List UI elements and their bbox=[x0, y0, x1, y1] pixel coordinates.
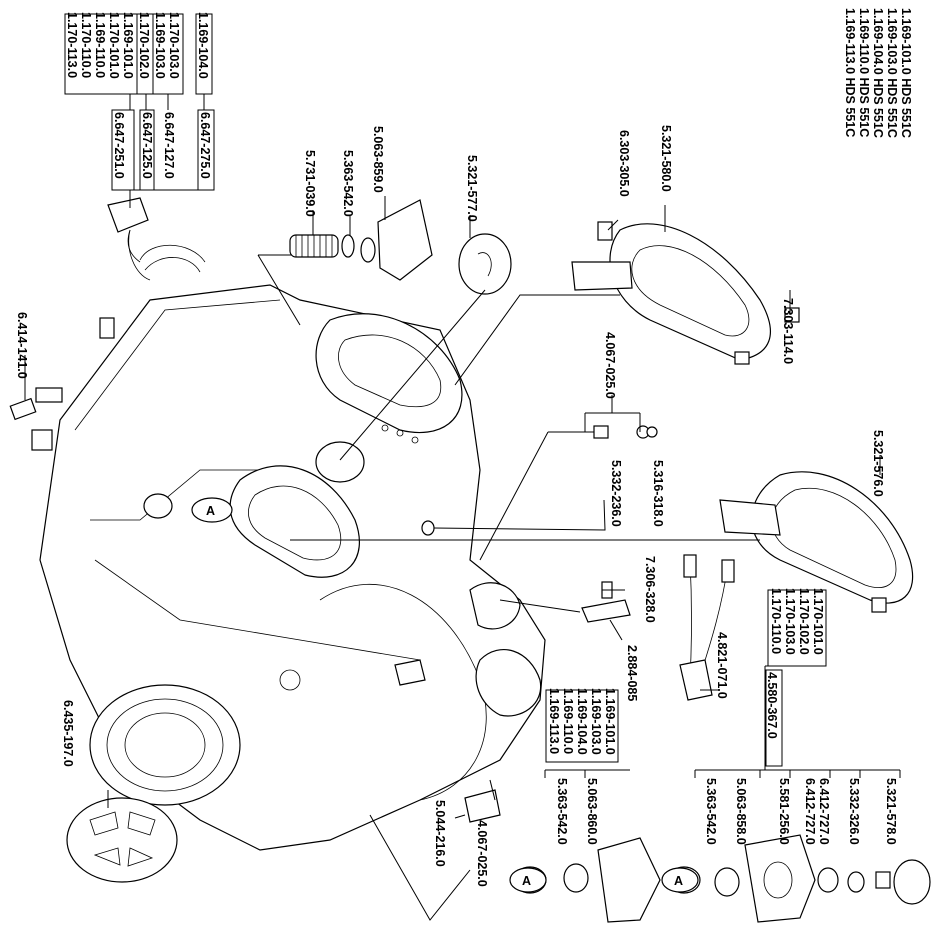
label-4067025-b: 4.067-025.0 bbox=[475, 820, 489, 887]
label-5321577: 5.321-577.0 bbox=[465, 155, 479, 222]
model-legend: 1.169-113.0 HDS 551C 1.169-110.0 HDS 551… bbox=[843, 8, 913, 138]
ref-marker-1: A bbox=[191, 497, 233, 523]
svg-text:1.170-101.0: 1.170-101.0 bbox=[107, 12, 121, 79]
ref-marker-2: A bbox=[509, 867, 547, 893]
label-6412727-a: 6.412-727.0 bbox=[803, 778, 817, 845]
label-5581256: 5.581-256.0 bbox=[777, 778, 791, 845]
svg-text:1.169-110.0: 1.169-110.0 bbox=[561, 688, 575, 754]
svg-text:6.647-125.0: 6.647-125.0 bbox=[140, 112, 154, 179]
label-4580367: 4.580-367.0 bbox=[765, 672, 779, 739]
label-5363542-a: 5.363-542.0 bbox=[341, 150, 355, 217]
svg-text:1.169-104.0: 1.169-104.0 bbox=[575, 688, 589, 755]
machine-body bbox=[9, 229, 546, 851]
top-parts bbox=[107, 197, 512, 295]
legend-line-2: 1.169-103.0 HDS 551C bbox=[885, 8, 899, 138]
svg-text:1.169-103.0: 1.169-103.0 bbox=[589, 688, 603, 755]
svg-text:1.170-103.0: 1.170-103.0 bbox=[167, 12, 181, 79]
top-model-table: 1.170-113.0 1.170-110.0 1.169-110.0 1.17… bbox=[64, 12, 215, 208]
label-5731039: 5.731-039.0 bbox=[303, 150, 317, 217]
label-2884085: 2.884-085 bbox=[625, 645, 639, 701]
cap-6435197 bbox=[66, 797, 178, 883]
part-labels: 5.063-859.0 5.363-542.0 5.731-039.0 5.32… bbox=[15, 125, 898, 887]
label-5063860: 5.063-860.0 bbox=[585, 778, 599, 845]
svg-text:A: A bbox=[206, 504, 215, 518]
svg-text:6.647-275.0: 6.647-275.0 bbox=[198, 112, 212, 179]
label-4821071: 4.821-071.0 bbox=[715, 632, 729, 699]
fittings-group bbox=[421, 425, 658, 536]
label-5316318: 5.316-318.0 bbox=[651, 460, 665, 527]
label-5044216: 5.044-216.0 bbox=[433, 800, 447, 867]
label-7303114: 7.303-114.0 bbox=[781, 298, 795, 364]
mid-model-table: 1.170-110.0 1.170-103.0 1.170-102.0 1.17… bbox=[765, 588, 827, 767]
label-6435197: 6.435-197.0 bbox=[61, 700, 75, 767]
label-5321580: 5.321-580.0 bbox=[659, 125, 673, 192]
label-5332236: 5.332-236.0 bbox=[609, 460, 623, 527]
label-4067025-a: 4.067-025.0 bbox=[603, 332, 617, 399]
svg-text:1.169-103.0: 1.169-103.0 bbox=[153, 12, 167, 79]
svg-text:1.170-103.0: 1.170-103.0 bbox=[783, 588, 797, 655]
svg-text:1.169-104.0: 1.169-104.0 bbox=[196, 12, 210, 79]
label-5063858: 5.063-858.0 bbox=[734, 778, 748, 845]
label-7306328: 7.306-328.0 bbox=[643, 556, 657, 623]
svg-text:A: A bbox=[674, 874, 683, 888]
leader-lines bbox=[24, 196, 901, 921]
connector-group bbox=[469, 581, 631, 630]
legend-line-1: 1.169-101.0 HDS 551C bbox=[899, 8, 913, 138]
label-6412727-b: 6.412-727.0 bbox=[817, 778, 831, 845]
label-5063859: 5.063-859.0 bbox=[371, 126, 385, 193]
label-5321578: 5.321-578.0 bbox=[884, 778, 898, 845]
legend-line-3: 1.169-104.0 HDS 551C bbox=[871, 8, 885, 138]
low-model-table: 1.169-113.0 1.169-110.0 1.169-104.0 1.16… bbox=[545, 688, 619, 763]
svg-text:1.170-110.0: 1.170-110.0 bbox=[79, 12, 93, 78]
svg-text:1.169-110.0: 1.169-110.0 bbox=[93, 12, 107, 78]
svg-text:A: A bbox=[522, 874, 531, 888]
lower-parts bbox=[513, 834, 931, 923]
svg-text:6.647-127.0: 6.647-127.0 bbox=[162, 112, 176, 179]
svg-text:1.169-101.0: 1.169-101.0 bbox=[603, 688, 617, 755]
legend-line-4: 1.169-110.0 HDS 551C bbox=[857, 8, 871, 137]
label-5363542-b: 5.363-542.0 bbox=[555, 778, 569, 845]
label-6303305: 6.303-305.0 bbox=[617, 130, 631, 197]
svg-text:1.170-101.0: 1.170-101.0 bbox=[811, 588, 825, 655]
label-5321576: 5.321-576.0 bbox=[871, 430, 885, 497]
svg-text:1.170-113.0: 1.170-113.0 bbox=[65, 12, 79, 78]
ref-marker-3: A bbox=[661, 867, 699, 893]
handle-576 bbox=[719, 471, 914, 613]
label-6414141: 6.414-141.0 bbox=[15, 312, 29, 379]
label-5363542-c: 5.363-542.0 bbox=[704, 778, 718, 845]
svg-text:1.169-101.0: 1.169-101.0 bbox=[121, 12, 135, 79]
legend-line-5: 1.169-113.0 HDS 551C bbox=[843, 8, 857, 137]
svg-text:1.170-102.0: 1.170-102.0 bbox=[137, 12, 151, 79]
handle-580 bbox=[571, 221, 800, 365]
svg-text:6.647-251.0: 6.647-251.0 bbox=[112, 112, 126, 179]
label-5332326: 5.332-326.0 bbox=[847, 778, 861, 845]
svg-text:1.170-110.0: 1.170-110.0 bbox=[769, 588, 783, 654]
svg-text:1.169-113.0: 1.169-113.0 bbox=[547, 688, 561, 754]
svg-text:1.170-102.0: 1.170-102.0 bbox=[797, 588, 811, 655]
